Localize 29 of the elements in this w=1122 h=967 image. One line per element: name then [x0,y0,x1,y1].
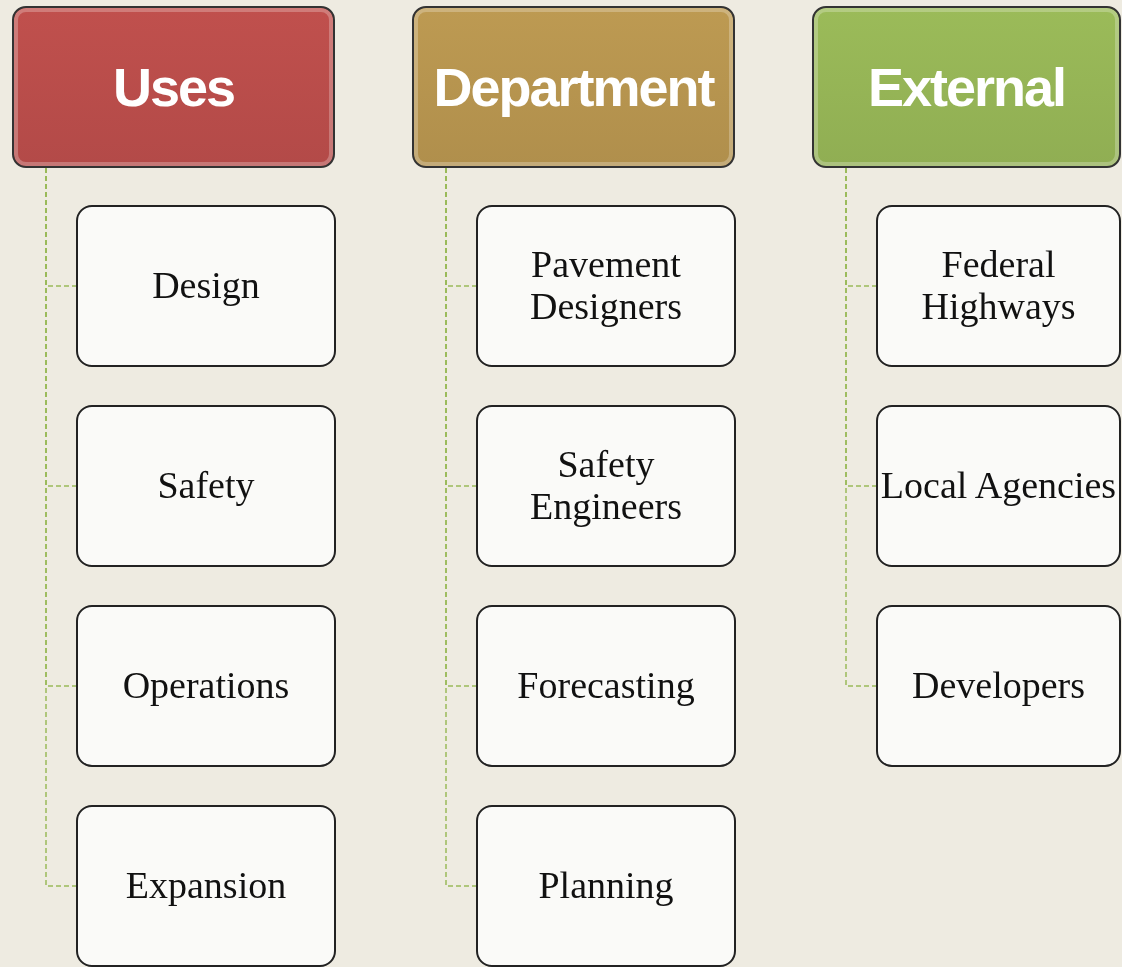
node-label: Safety [157,465,255,507]
node-label: Pavement Designers [529,244,683,328]
node-label: Department [433,56,714,118]
header-box [812,6,1121,168]
item-box [476,405,736,567]
item-box [876,405,1121,567]
item-box [876,605,1121,767]
node-label: Safety Engineers [529,444,683,528]
node-label: Federal Highways [920,244,1077,328]
node-label: External [867,56,1066,118]
node-label: Design [152,265,260,307]
node-label: Uses [112,56,235,118]
item-box [476,205,736,367]
item-box [76,805,336,967]
item-box [76,605,336,767]
header-box [12,6,335,168]
item-box [476,805,736,967]
item-box [876,205,1121,367]
node-label: Planning [538,865,674,907]
node-label: Forecasting [517,665,695,707]
node-label: Operations [122,665,290,707]
header-box [412,6,735,168]
item-box [76,405,336,567]
node-label: Developers [911,665,1085,707]
item-box [476,605,736,767]
item-box [76,205,336,367]
node-label: Local Agencies [880,465,1117,507]
node-label: Expansion [125,865,287,907]
connector-line [845,167,877,687]
